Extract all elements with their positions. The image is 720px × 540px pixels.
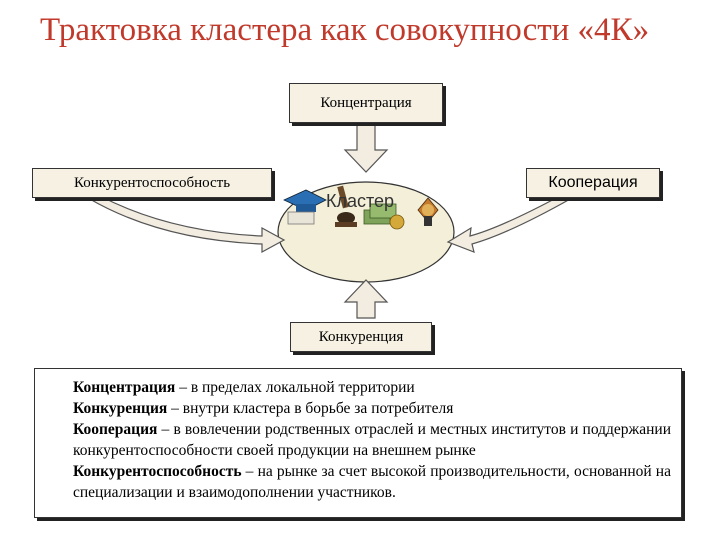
globe-icon	[417, 197, 439, 226]
node-concentration: Концентрация	[289, 83, 443, 123]
page-title: Трактовка кластера как совокупности «4К»	[40, 12, 650, 48]
description-line: Конкуренция – внутри кластера в борьбе з…	[73, 398, 671, 419]
description-text: – в вовлечении родственных отраслей и ме…	[73, 421, 671, 459]
description-line: Конкурентоспособность – на рынке за счет…	[73, 461, 671, 503]
description-term: Конкурентоспособность	[73, 463, 242, 480]
node-competition: Конкуренция	[290, 322, 432, 352]
cluster-label: Кластер	[326, 191, 395, 211]
description-line: Концентрация – в пределах локальной терр…	[73, 377, 671, 398]
description-term: Кооперация	[73, 421, 158, 438]
arrow-down-from-concentration	[343, 123, 389, 173]
description-box: Концентрация – в пределах локальной терр…	[34, 368, 682, 518]
arrow-from-cooperation	[446, 195, 574, 253]
description-line: Кооперация – в вовлечении родственных от…	[73, 419, 671, 461]
description-term: Концентрация	[73, 379, 176, 396]
node-competitiveness: Конкурентоспособность	[32, 168, 272, 198]
graduation-cap-icon	[283, 189, 327, 225]
node-cooperation: Кооперация	[526, 168, 660, 198]
description-text: – на рынке за счет высокой производитель…	[73, 463, 671, 501]
arrow-from-competitiveness	[86, 195, 286, 254]
microscope-icon	[335, 185, 357, 227]
arrow-up-from-competition	[343, 279, 389, 319]
money-stack-icon	[363, 203, 405, 230]
description-text: – в пределах локальной территории	[175, 379, 415, 396]
description-text: – внутри кластера в борьбе за потребител…	[167, 400, 454, 417]
description-term: Конкуренция	[73, 400, 168, 417]
